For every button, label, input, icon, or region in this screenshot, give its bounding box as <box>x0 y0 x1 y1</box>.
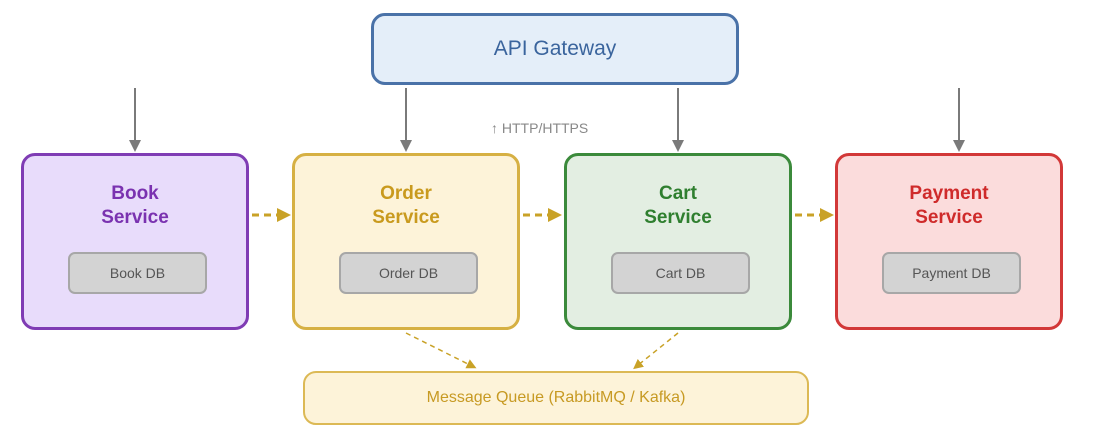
payment-db: Payment DB <box>882 252 1021 294</box>
dashed-arrow-cart-to-queue <box>633 332 679 370</box>
payment-service-box: Payment Service Payment DB <box>835 153 1063 330</box>
order-service-title: Order Service <box>372 183 440 228</box>
message-queue-box: Message Queue (RabbitMQ / Kafka) <box>303 371 809 425</box>
api-gateway-box: API Gateway <box>371 13 739 85</box>
book-service-box: Book Service Book DB <box>21 153 249 330</box>
book-db: Book DB <box>68 252 207 294</box>
cart-service-box: Cart Service Cart DB <box>564 153 792 330</box>
payment-service-title: Payment Service <box>909 183 989 228</box>
cart-db: Cart DB <box>611 252 750 294</box>
dashed-arrow-order-to-queue <box>405 332 477 369</box>
order-db: Order DB <box>339 252 478 294</box>
api-gateway-label: API Gateway <box>493 37 617 60</box>
book-service-title: Book Service <box>101 183 169 228</box>
message-queue-label: Message Queue (RabbitMQ / Kafka) <box>426 389 686 406</box>
http-protocol-label: ↑ HTTP/HTTPS <box>491 120 589 136</box>
order-service-box: Order Service Order DB <box>292 153 520 330</box>
cart-service-title: Cart Service <box>644 183 712 228</box>
